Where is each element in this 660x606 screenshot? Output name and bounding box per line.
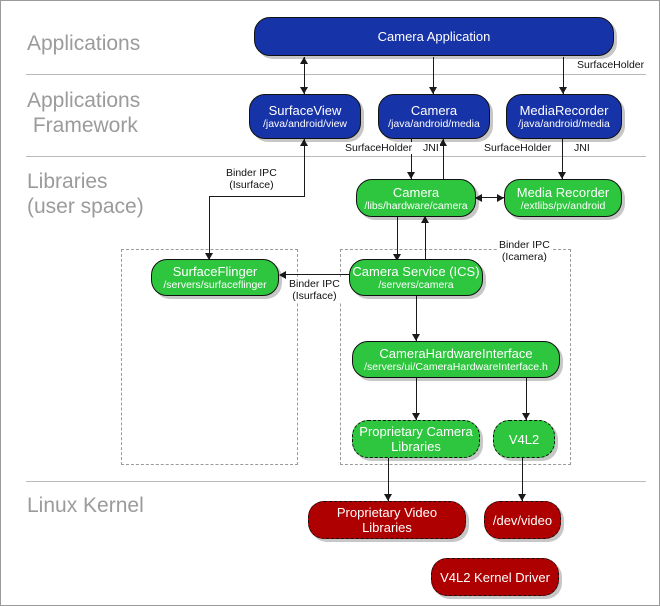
connector-hwiface-to-proprietary-camera bbox=[416, 378, 417, 420]
node-surfaceflinger-title: SurfaceFlinger bbox=[172, 264, 258, 279]
edge-label-surfaceholder-app: SurfaceHolder bbox=[576, 59, 646, 71]
node-media-recorder-lib[interactable]: Media Recorder /extlibs/pv/android bbox=[504, 179, 622, 217]
arrow-app-mediarecorder bbox=[559, 87, 567, 94]
node-v4l2[interactable]: V4L2 bbox=[493, 420, 555, 458]
arrow-camera-lib-to-media-recorder bbox=[497, 194, 504, 202]
group-camera-service-process bbox=[340, 249, 571, 465]
connector-camera-lib-up bbox=[443, 139, 444, 179]
layer-label-linux-kernel: Linux Kernel bbox=[27, 494, 144, 517]
arrow-service-to-hwiface bbox=[412, 334, 420, 341]
connector-app-surfaceview bbox=[304, 57, 305, 94]
arrow-service-to-camera-lib bbox=[421, 216, 429, 223]
node-v4l2-kernel-driver-title: V4L2 Kernel Driver bbox=[440, 569, 550, 585]
edge-label-binder-ipc-isurface-mid: Binder IPC (Isurface) bbox=[288, 278, 341, 302]
arrow-camera-lib-to-java bbox=[439, 139, 447, 146]
node-proprietary-camera-libraries-title: Proprietary Camera bbox=[359, 424, 473, 439]
node-camera-hardware-interface-path: /servers/ui/CameraHardwareInterface.h bbox=[364, 361, 548, 373]
node-camera-service-path: /servers/camera bbox=[378, 279, 454, 291]
node-mediarecorder-java[interactable]: MediaRecorder /java/android/media bbox=[506, 94, 622, 139]
divider-framework bbox=[26, 156, 646, 157]
layer-label-libraries: Libraries (user space) bbox=[27, 170, 144, 218]
node-v4l2-kernel-driver[interactable]: V4L2 Kernel Driver bbox=[431, 558, 559, 596]
node-camera-hardware-interface[interactable]: CameraHardwareInterface /servers/ui/Came… bbox=[352, 341, 560, 378]
edge-label-surfaceholder-recorder: SurfaceHolder bbox=[483, 142, 553, 154]
node-camera-java[interactable]: Camera /java/android/media bbox=[378, 94, 490, 139]
node-camera-service[interactable]: Camera Service (ICS) /servers/camera bbox=[349, 259, 483, 296]
connector-service-to-hwiface bbox=[416, 296, 417, 341]
arrow-hwiface-to-proprietary-camera bbox=[412, 413, 420, 420]
arrow-app-surfaceview-down bbox=[300, 87, 308, 94]
node-camera-application-title: Camera Application bbox=[377, 29, 491, 44]
node-mediarecorder-java-title: MediaRecorder bbox=[519, 103, 609, 118]
edge-label-binder-ipc-icamera: Binder IPC (Icamera) bbox=[498, 239, 551, 263]
node-surfaceview-path: /java/android/view bbox=[262, 118, 348, 130]
arrow-camera-lib-to-service bbox=[393, 254, 401, 261]
layer-label-applications: Applications bbox=[27, 32, 141, 55]
arrow-app-camera-java bbox=[429, 87, 437, 94]
connector-camera-lib-media-recorder bbox=[476, 197, 504, 198]
node-camera-service-title: Camera Service (ICS) bbox=[352, 264, 480, 279]
connector-camera-java-down bbox=[411, 139, 412, 179]
connector-service-to-camera-lib bbox=[425, 216, 426, 261]
arrow-hwiface-to-v4l2 bbox=[522, 413, 530, 420]
node-mediarecorder-java-path: /java/android/media bbox=[518, 118, 610, 130]
node-dev-video[interactable]: /dev/video bbox=[484, 501, 561, 539]
edge-label-surfaceholder-camera: SurfaceHolder bbox=[344, 142, 414, 154]
node-camera-application[interactable]: Camera Application bbox=[254, 17, 614, 56]
edge-label-jni-recorder: JNI bbox=[573, 142, 591, 154]
arrow-app-surfaceview-up bbox=[300, 57, 308, 64]
node-camera-java-path: /java/android/media bbox=[388, 118, 480, 130]
node-camera-lib-title: Camera bbox=[392, 184, 440, 200]
connector-mediarecorder-down bbox=[562, 139, 563, 179]
node-surfaceflinger[interactable]: SurfaceFlinger /servers/surfaceflinger bbox=[151, 259, 279, 296]
connector-camera-lib-to-service bbox=[397, 216, 398, 261]
node-dev-video-title: /dev/video bbox=[492, 512, 553, 528]
node-camera-hardware-interface-title: CameraHardwareInterface bbox=[379, 346, 533, 361]
connector-proprietary-camera-to-video bbox=[388, 456, 389, 501]
node-proprietary-camera-libraries-subtitle: Libraries bbox=[391, 439, 441, 454]
node-surfaceview-title: SurfaceView bbox=[268, 103, 342, 118]
connector-binder-isurface-down bbox=[209, 196, 210, 259]
node-camera-lib-path: /libs/hardware/camera bbox=[364, 199, 468, 212]
layer-label-applications-framework: Applications Framework bbox=[27, 89, 141, 137]
arrow-proprietary-camera-to-video bbox=[384, 494, 392, 501]
node-surfaceview[interactable]: SurfaceView /java/android/view bbox=[249, 94, 361, 139]
divider-applications bbox=[26, 74, 646, 75]
node-surfaceflinger-path: /servers/surfaceflinger bbox=[163, 279, 267, 291]
connector-app-camera-java bbox=[433, 57, 434, 94]
node-proprietary-video-libraries[interactable]: Proprietary Video Libraries bbox=[308, 501, 466, 539]
edge-label-jni-camera: JNI bbox=[422, 142, 440, 154]
node-camera-java-title: Camera bbox=[410, 103, 458, 118]
arrow-camera-java-to-lib bbox=[407, 172, 415, 179]
edge-label-binder-ipc-isurface-top: Binder IPC (Isurface) bbox=[225, 167, 278, 191]
node-v4l2-title: V4L2 bbox=[508, 431, 540, 447]
connector-hwiface-to-v4l2 bbox=[526, 378, 527, 420]
node-proprietary-camera-libraries[interactable]: Proprietary Camera Libraries bbox=[352, 420, 480, 458]
connector-binder-isurface-horizontal bbox=[209, 196, 305, 197]
node-camera-lib[interactable]: Camera /libs/hardware/camera bbox=[356, 179, 476, 217]
node-proprietary-video-libraries-title: Proprietary Video bbox=[336, 505, 438, 520]
connector-v4l2-to-dev-video bbox=[522, 456, 523, 501]
node-media-recorder-lib-path: /extlibs/pv/android bbox=[520, 199, 606, 212]
node-media-recorder-lib-title: Media Recorder bbox=[516, 184, 610, 200]
connector-app-mediarecorder bbox=[563, 57, 564, 94]
arrow-v4l2-to-dev-video bbox=[518, 494, 526, 501]
arrow-mediarecorder-to-lib bbox=[558, 172, 566, 179]
arrow-binder-isurface-surfaceflinger bbox=[205, 253, 213, 260]
divider-libraries bbox=[26, 481, 646, 482]
arrow-surfaceview-binder-up bbox=[300, 139, 308, 146]
arrow-service-to-surfaceflinger bbox=[279, 271, 286, 279]
arrow-media-recorder-to-camera-lib bbox=[475, 194, 482, 202]
connector-surfaceview-binder-vertical bbox=[304, 139, 305, 197]
node-proprietary-video-libraries-subtitle: Libraries bbox=[362, 520, 412, 535]
connector-service-to-surfaceflinger bbox=[286, 274, 349, 275]
